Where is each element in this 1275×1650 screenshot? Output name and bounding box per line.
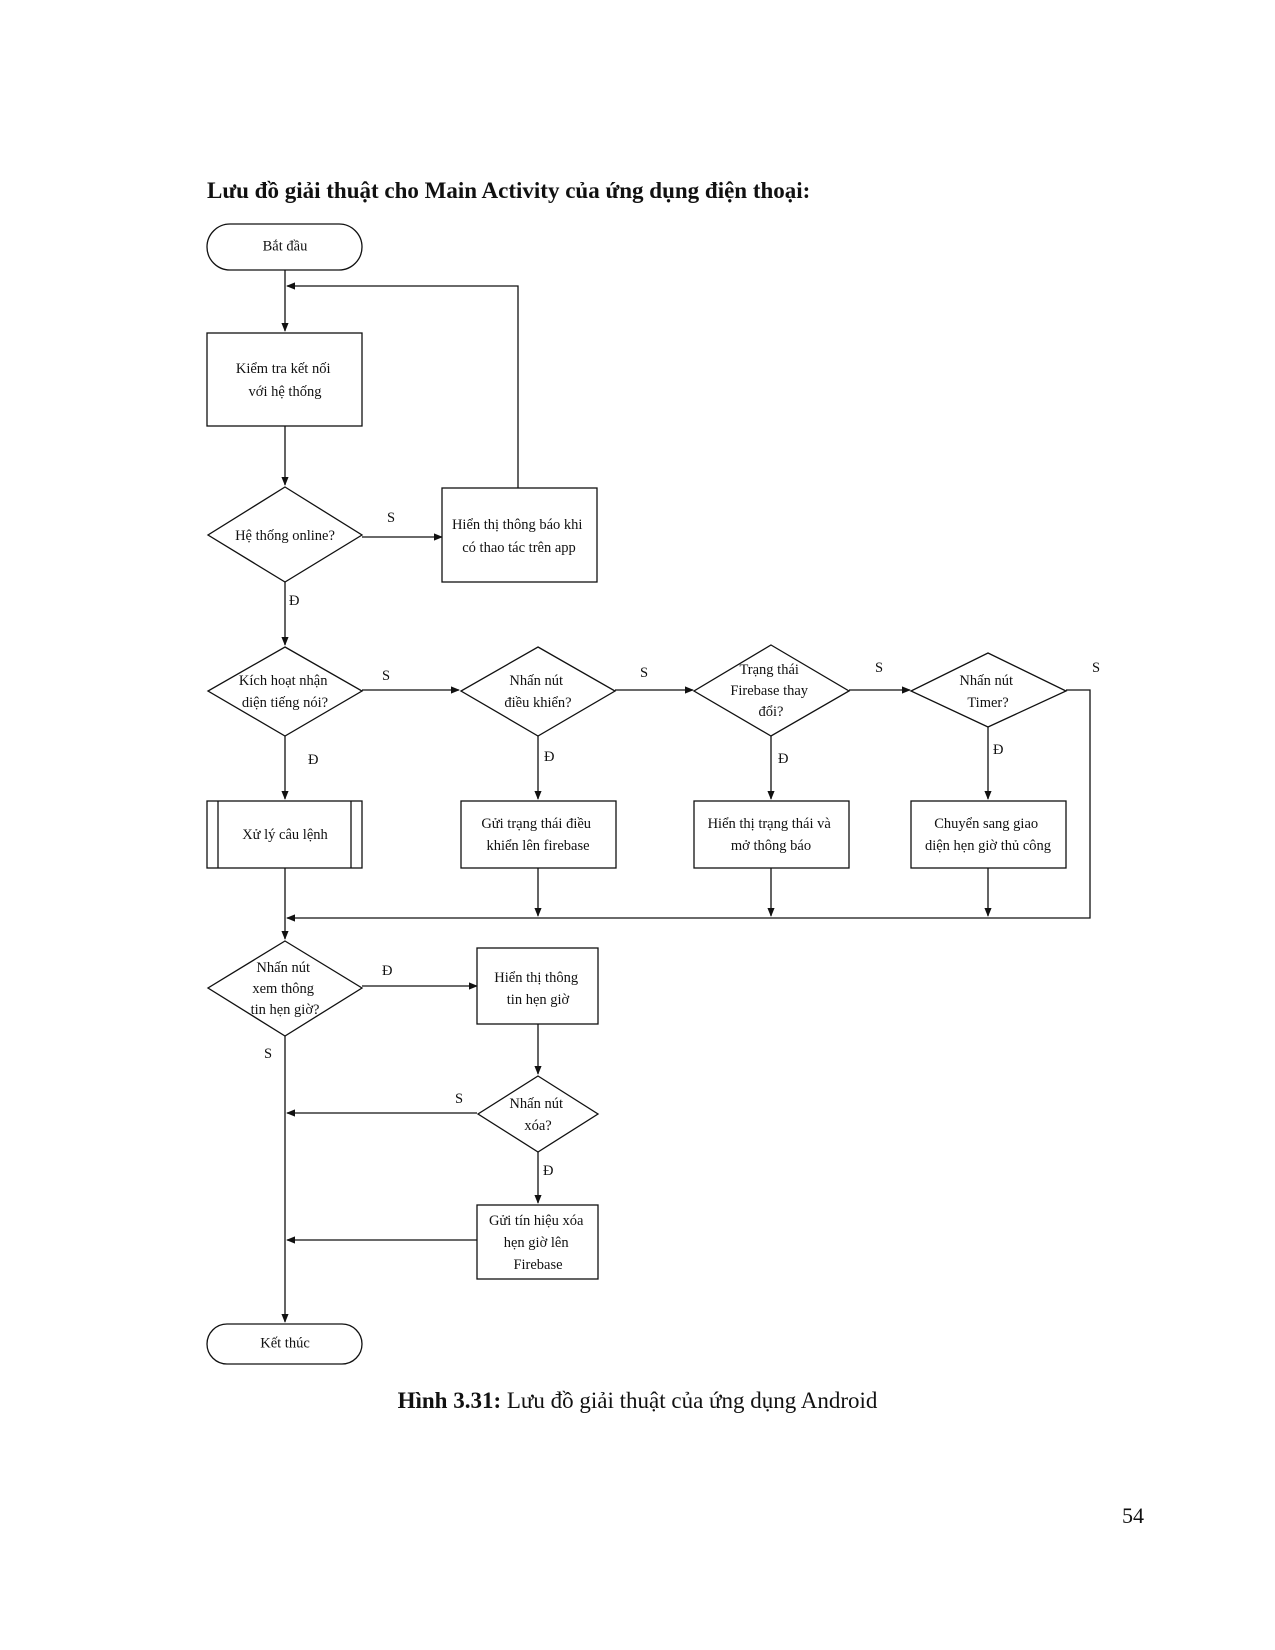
show-timer-info-label: Hiển thị thông tin hẹn giờ bbox=[494, 970, 581, 1008]
check-connection-box bbox=[206, 332, 363, 427]
edge-label-firebase-no: S bbox=[875, 660, 883, 676]
page-number: 54 bbox=[1122, 1503, 1144, 1528]
edge-label-view-yes: Đ bbox=[382, 963, 392, 979]
edge-label-firebase-yes: Đ bbox=[778, 751, 788, 767]
voice-activation-label: Kích hoạt nhận diện tiếng nói? bbox=[239, 673, 331, 711]
view-timer-info-label: Nhấn nút xem thông tin hẹn giờ? bbox=[251, 960, 320, 1018]
firebase-changed-label: Trạng thái Firebase thay đổi? bbox=[730, 662, 811, 720]
edge-label-control-yes: Đ bbox=[544, 749, 554, 765]
edge-label-delete-yes: Đ bbox=[543, 1163, 553, 1179]
show-state-notify-box bbox=[693, 800, 850, 869]
end-label: Kết thúc bbox=[260, 1335, 310, 1351]
send-control-state-box bbox=[460, 800, 617, 869]
show-state-notify-label: Hiển thị trạng thái và mở thông báo bbox=[708, 816, 835, 854]
edge-label-view-no: S bbox=[264, 1046, 272, 1062]
firebase-changed-decision bbox=[692, 644, 851, 737]
process-command-label: Xử lý câu lệnh bbox=[242, 827, 328, 843]
send-delete-signal-box bbox=[476, 1204, 599, 1280]
figure-caption: Hình 3.31: Lưu đồ giải thuật của ứng dụn… bbox=[0, 1388, 1275, 1414]
system-online-label: Hệ thống online? bbox=[235, 528, 335, 544]
process-command-box bbox=[206, 800, 363, 869]
voice-activation-decision bbox=[206, 646, 364, 737]
arrow-notice-loop bbox=[286, 282, 519, 488]
edge-label-timer-yes: Đ bbox=[993, 742, 1003, 758]
show-notice-box bbox=[441, 487, 598, 583]
switch-manual-timer-label: Chuyển sang giao diện hẹn giờ thủ công bbox=[925, 816, 1051, 854]
end-terminator bbox=[206, 1323, 363, 1365]
start-label: Bắt đầu bbox=[263, 238, 308, 254]
edge-labels: S Đ S Đ S Đ S Đ S Đ Đ S S Đ bbox=[264, 510, 1100, 1179]
check-connection-label: Kiểm tra kết nối với hệ thống bbox=[236, 361, 334, 400]
switch-manual-timer-box bbox=[910, 800, 1067, 869]
figure-caption-label: Hình 3.31: bbox=[397, 1388, 502, 1413]
edge-label-timer-no: S bbox=[1092, 660, 1100, 676]
edge-label-voice-yes: Đ bbox=[308, 752, 318, 768]
send-delete-signal-label: Gửi tín hiệu xóa hẹn giờ lên Firebase bbox=[489, 1213, 587, 1273]
connectors bbox=[281, 270, 1091, 1323]
edge-label-control-no: S bbox=[640, 665, 648, 681]
press-delete-decision bbox=[476, 1075, 600, 1153]
arrow-timer-no bbox=[286, 689, 1091, 922]
edge-label-delete-no: S bbox=[455, 1091, 463, 1107]
press-delete-label: Nhấn nút xóa? bbox=[509, 1096, 566, 1134]
figure-caption-text: Lưu đồ giải thuật của ứng dụng Android bbox=[506, 1388, 878, 1413]
page-heading: Lưu đồ giải thuật cho Main Activity của … bbox=[207, 178, 811, 203]
start-terminator bbox=[206, 223, 363, 271]
press-timer-decision bbox=[909, 652, 1068, 728]
press-control-label: Nhấn nút điều khiển? bbox=[504, 673, 571, 711]
show-timer-info-box bbox=[476, 947, 599, 1025]
edge-label-online-no: S bbox=[387, 510, 395, 526]
press-control-decision bbox=[459, 646, 617, 737]
show-notice-label: Hiển thị thông báo khi có thao tác trên … bbox=[452, 517, 586, 556]
system-online-decision bbox=[206, 486, 364, 583]
view-timer-info-decision bbox=[206, 940, 364, 1037]
edge-label-online-yes: Đ bbox=[289, 593, 299, 609]
send-control-state-label: Gửi trạng thái điều khiển lên firebase bbox=[481, 816, 594, 854]
edge-label-voice-no: S bbox=[382, 668, 390, 684]
press-timer-label: Nhấn nút Timer? bbox=[959, 673, 1016, 711]
